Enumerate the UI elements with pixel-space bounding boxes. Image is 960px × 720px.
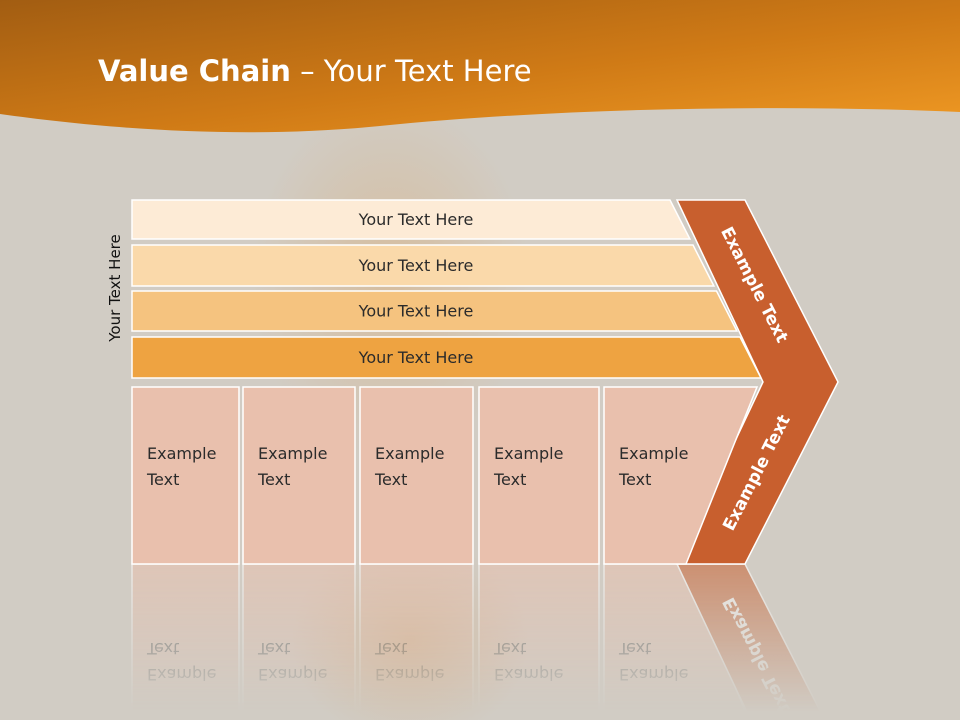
support-column xyxy=(131,386,240,565)
reflection-column-label: Text xyxy=(146,639,179,658)
reflection-column-label: Text xyxy=(257,639,290,658)
reflection-column-label: Example xyxy=(147,665,216,684)
support-column-label-line2: Text xyxy=(257,470,290,489)
activity-bar-label: Your Text Here xyxy=(358,256,474,275)
support-column-label-line1: Example xyxy=(147,444,216,463)
support-column xyxy=(478,386,600,565)
support-column xyxy=(603,386,759,565)
page-title: Value Chain – Your Text Here xyxy=(98,54,532,88)
activity-bar xyxy=(131,290,739,332)
title-rest: – Your Text Here xyxy=(290,54,532,88)
header-band xyxy=(0,0,960,133)
reflection-column-label: Text xyxy=(493,639,526,658)
title-main: Value Chain xyxy=(98,54,291,88)
chevron-arrow xyxy=(675,199,839,565)
support-column-label-line1: Example xyxy=(494,444,563,463)
support-column-label-line2: Text xyxy=(618,470,651,489)
reflection-column-label: Example xyxy=(494,665,563,684)
support-column xyxy=(242,386,356,565)
activity-bar xyxy=(131,244,716,287)
support-column xyxy=(359,386,474,565)
support-column-label-line1: Example xyxy=(375,444,444,463)
activity-bar-label: Your Text Here xyxy=(358,302,474,321)
support-column-label-line1: Example xyxy=(619,444,688,463)
activity-bar xyxy=(131,199,692,240)
activity-bar xyxy=(131,336,763,379)
activity-bar-label: Your Text Here xyxy=(358,210,474,229)
reflection-column-label: Text xyxy=(374,639,407,658)
reflection-column-label: Example xyxy=(619,665,688,684)
reflection-column-label: Example xyxy=(258,665,327,684)
reflection-column-label: Text xyxy=(618,639,651,658)
support-column-label-line1: Example xyxy=(258,444,327,463)
reflection-column-label: Example xyxy=(375,665,444,684)
support-column-label-line2: Text xyxy=(374,470,407,489)
support-column-label-line2: Text xyxy=(493,470,526,489)
support-column-label-line2: Text xyxy=(146,470,179,489)
activity-bar-label: Your Text Here xyxy=(358,348,474,367)
